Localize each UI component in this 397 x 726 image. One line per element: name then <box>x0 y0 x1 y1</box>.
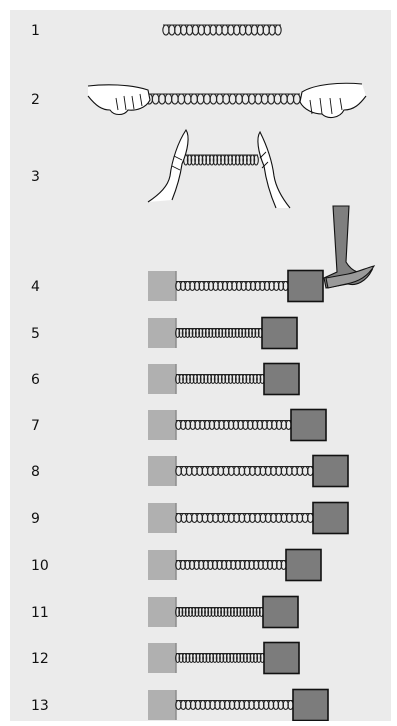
hammer-icon <box>323 205 376 289</box>
row-label-4: 4 <box>31 279 40 295</box>
row-2-scene <box>87 82 367 119</box>
row-scenes <box>87 24 376 721</box>
stretched-spring <box>145 93 301 105</box>
spring <box>175 699 294 711</box>
row-7-scene <box>148 408 327 442</box>
wall-block <box>148 597 176 627</box>
wall-block <box>148 503 176 533</box>
wall-block <box>148 690 176 720</box>
mass-block <box>263 362 300 396</box>
row-label-7: 7 <box>31 418 40 434</box>
right-palm-icon <box>257 130 291 209</box>
wall-block <box>148 550 176 580</box>
row-5-scene <box>148 316 298 350</box>
mass-block <box>290 408 327 442</box>
row-label-13: 13 <box>31 698 49 714</box>
left-palm-icon <box>147 129 189 203</box>
row-label-1: 1 <box>31 23 40 39</box>
row-label-5: 5 <box>31 326 40 342</box>
mass-block <box>287 269 324 303</box>
row-label-2: 2 <box>31 92 40 108</box>
spring <box>175 606 264 618</box>
mass-block <box>292 688 329 721</box>
row-11-scene <box>148 595 299 629</box>
row-label-10: 10 <box>31 558 49 574</box>
row-3-scene <box>147 129 291 209</box>
spring <box>175 652 265 664</box>
row-label-9: 9 <box>31 511 40 527</box>
row-label-8: 8 <box>31 464 40 480</box>
row-label-6: 6 <box>31 372 40 388</box>
row-label-12: 12 <box>31 651 49 667</box>
wall-block <box>148 643 176 673</box>
spring <box>175 559 287 571</box>
spring <box>175 327 263 339</box>
row-12-scene <box>148 641 300 675</box>
row-10-scene <box>148 548 322 582</box>
row-label-3: 3 <box>31 169 40 185</box>
spring <box>175 465 314 477</box>
wall-block <box>148 318 176 348</box>
spring <box>175 373 265 385</box>
row-8-scene <box>148 454 349 488</box>
left-hand-icon <box>87 84 151 116</box>
spring <box>175 512 314 524</box>
wall-block <box>148 364 176 394</box>
spring <box>175 280 289 292</box>
mass-block <box>263 641 300 675</box>
mass-block <box>261 316 298 350</box>
row-13-scene <box>148 688 329 721</box>
mass-block <box>312 454 349 488</box>
mass-block <box>312 501 349 535</box>
wall-block <box>148 456 176 486</box>
row-6-scene <box>148 362 300 396</box>
free-spring <box>162 24 282 36</box>
compressed-spring <box>183 154 259 166</box>
row-label-11: 11 <box>31 605 49 621</box>
spring <box>175 419 292 431</box>
mass-block <box>285 548 322 582</box>
row-9-scene <box>148 501 349 535</box>
right-hand-icon <box>299 82 367 119</box>
row-1-scene <box>162 24 282 36</box>
wall-block <box>148 410 176 440</box>
row-4-scene <box>148 205 376 303</box>
wall-block <box>148 271 176 301</box>
mass-block <box>262 595 299 629</box>
